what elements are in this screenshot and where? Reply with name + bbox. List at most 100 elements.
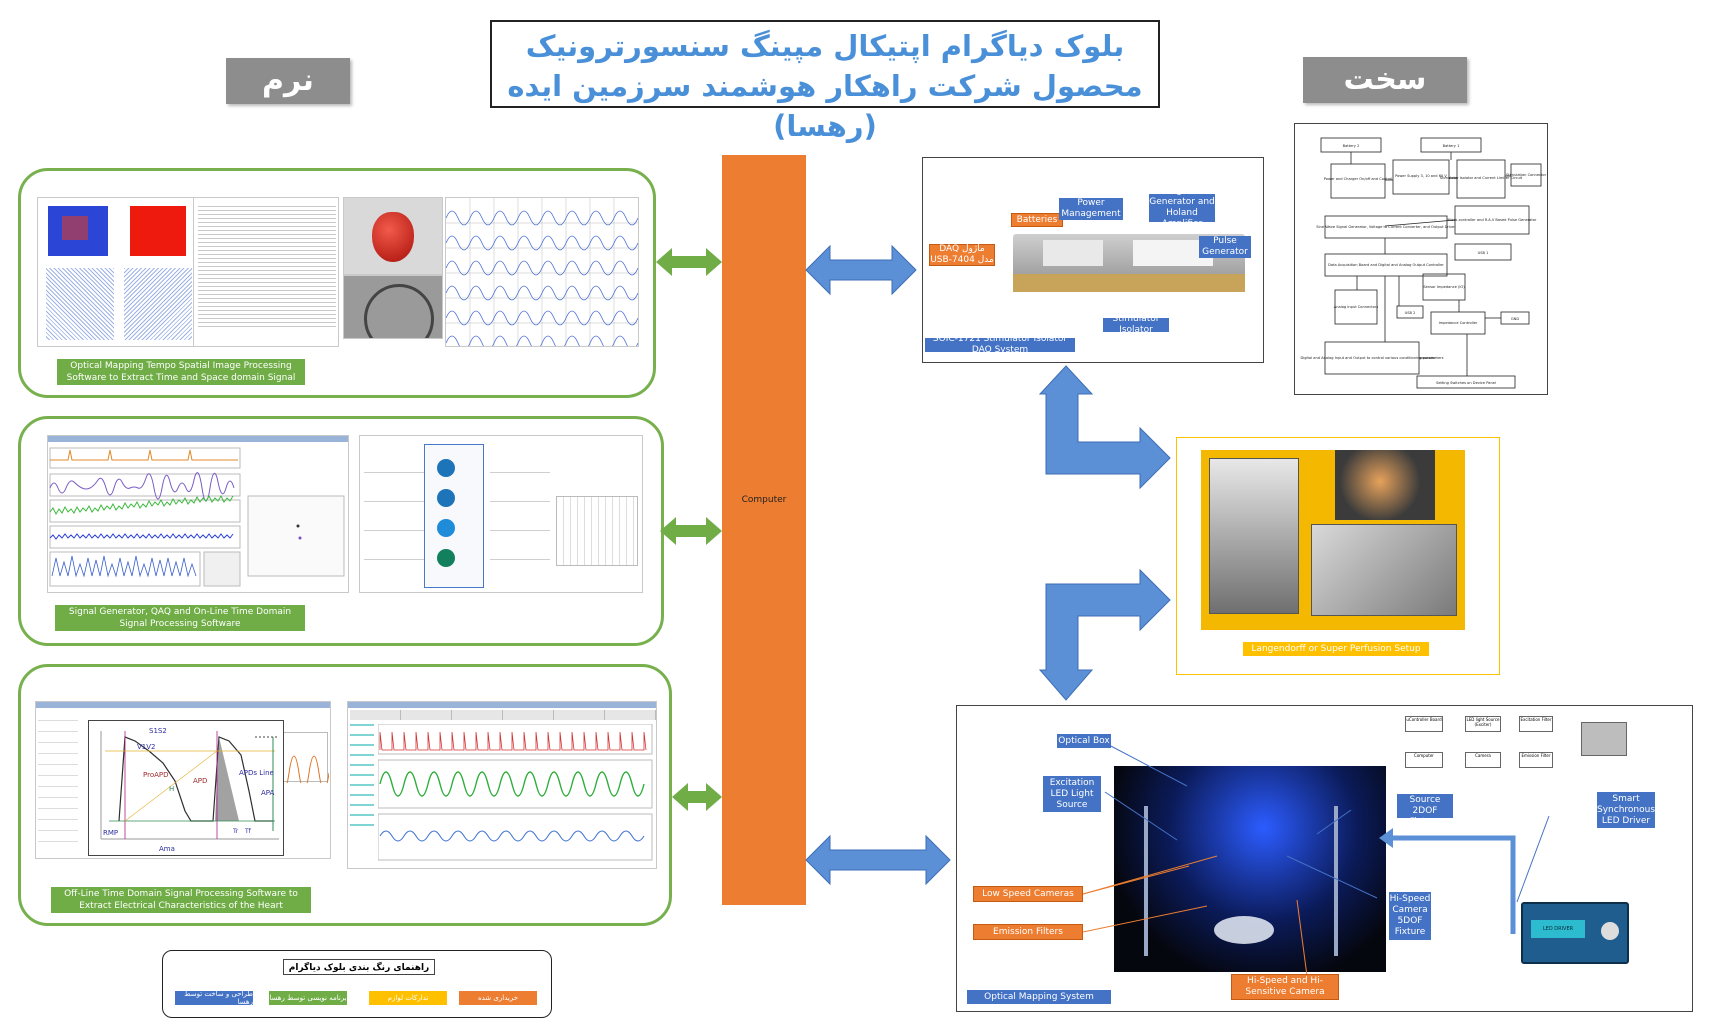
heatmap-screenshot (37, 197, 201, 347)
software-panel-image-processing: Optical Mapping Tempo Spatial Image Proc… (18, 168, 656, 398)
stimulator-isolator-label: Stimulator Isolator (1103, 314, 1169, 335)
ap-label-proapd: ProAPD (143, 771, 169, 779)
mini-ucontroller: uController Board (1405, 716, 1443, 732)
langendorff-box: Langendorff or Super Perfusion Setup (1176, 437, 1500, 675)
sch-usb1: USB 1 (1478, 251, 1489, 255)
online-processing-screenshot (47, 435, 349, 593)
sch-charger: Power and Charger On/off and Control (1324, 177, 1392, 181)
optical-box-photo (1114, 766, 1386, 972)
ap-label-s1s2: S1S2 (149, 727, 167, 735)
batteries-label: Batteries (1011, 213, 1063, 227)
software-label-2: Signal Generator, QAQ and On-Line Time D… (55, 605, 305, 631)
green-arrow-1 (656, 248, 722, 276)
langendorff-photo-collage (1201, 450, 1465, 630)
vector-field (46, 268, 114, 340)
daq-module-label: ماژول DAQ مدل USB-7404 (929, 244, 995, 266)
software-label-1: Optical Mapping Tempo Spatial Image Proc… (57, 359, 305, 385)
circuit-schematic-box: Battery 2 Battery 1 Power and Charger On… (1294, 123, 1548, 395)
ap-label-apa: APA (261, 789, 275, 797)
heatmap-blue (48, 206, 108, 256)
offline-tabs-screenshot (347, 701, 657, 869)
signal-generator-label: Signal Generator and Holand Amplifier (1149, 186, 1215, 229)
vector-field-2 (124, 268, 192, 340)
diagram-title: بلوک دیاگرام اپتیکال مپینگ سنسورترونیک م… (490, 20, 1160, 143)
low-speed-cameras-label: Low Speed Cameras (973, 886, 1083, 902)
blue-arrow-optical (805, 834, 951, 886)
mini-emission-filter: Emission Filter (1519, 752, 1553, 768)
signal-grid-screenshot (445, 197, 639, 347)
sch-battery-1: Battery 1 (1443, 144, 1460, 148)
smart-led-driver-label: Smart Synchronous LED Driver (1597, 792, 1655, 828)
signal-grid (446, 198, 638, 346)
led-driver-screen: LED DRIVER (1531, 920, 1585, 938)
driver-arrow (1379, 828, 1516, 934)
sch-stim-iso: Stimulator Isolator and Current Limiter … (1440, 176, 1523, 180)
text-output-screenshot (193, 197, 339, 347)
ap-label-tr: Tr (232, 828, 239, 835)
generator-dialog (424, 444, 484, 588)
ap-label-ama: Ama (159, 845, 175, 853)
legend-chip-green: برنامه نویسی توسط رهسا (269, 991, 347, 1005)
light-source-fixture-label: Light Source 2DOF Fixture (1397, 784, 1453, 827)
green-arrow-3 (672, 783, 722, 811)
software-panel-signal-generator: Signal Generator, QAQ and On-Line Time D… (18, 416, 664, 646)
legend-chip-orange: خریداری شده (459, 991, 537, 1005)
title-line-1: بلوک دیاگرام اپتیکال مپینگ سنسورترونیک (525, 29, 1125, 63)
software-panel-offline: S1S2 V1V2 ProAPD APD APDs Line APA RMP T… (18, 664, 672, 926)
sch-sensor-imp: Sensor Impedance (IO) (1423, 285, 1465, 289)
ap-label-rmp: RMP (103, 829, 118, 837)
optical-mapping-box: uController Board LED light Source (Exci… (956, 705, 1693, 1012)
sch-usb2: USB 2 (1405, 311, 1416, 315)
langendorff-label: Langendorff or Super Perfusion Setup (1243, 642, 1429, 656)
blue-elbow-daq-langendorff (1038, 365, 1171, 490)
heatmap-red (130, 206, 186, 256)
legend-chip-yellow: تدارکات لوازم (369, 991, 447, 1005)
green-arrow-2 (660, 517, 722, 545)
mini-computer: Computer (1405, 752, 1443, 768)
mini-photo (1581, 722, 1627, 756)
blue-elbow-langendorff-optical (1038, 568, 1171, 701)
ap-parameter-plot: S1S2 V1V2 ProAPD APD APDs Line APA RMP T… (88, 720, 284, 856)
computer-label: Computer (741, 495, 787, 505)
daq-system-box: Batteries Power Management Signal Genera… (922, 157, 1264, 363)
sch-stim-conn: Stimulation Connector (1506, 173, 1547, 177)
optical-box-label: Optical Box (1057, 734, 1111, 748)
pulse-generator-label: Pulse Generator (1199, 236, 1251, 258)
excitation-led-label: Excitation LED Light Source (1043, 776, 1101, 812)
ap-label-h: H (169, 785, 174, 793)
heart-image (343, 197, 443, 275)
ap-plot-svg: S1S2 V1V2 ProAPD APD APDs Line APA RMP T… (100, 727, 279, 853)
sch-battery-2: Battery 2 (1343, 144, 1360, 148)
schematic-svg: Battery 2 Battery 1 Power and Charger On… (1300, 137, 1547, 389)
led-driver-device: LED DRIVER (1521, 902, 1629, 964)
sch-dig-io: Digital and Analog Input and Output to c… (1300, 356, 1443, 360)
mini-led-source: LED light Source (Exciter) (1465, 716, 1501, 732)
sch-imp-ctrl: Impedance Controller (1439, 321, 1478, 325)
legend-chip-blue: طراحی و ساخت توسط رهسا (175, 990, 253, 1006)
blue-arrow-daq (805, 244, 917, 296)
optical-caption: Optical Mapping System (967, 990, 1111, 1004)
title-line-2: محصول شرکت راهکار هوشمند سرزمین ایده (ره… (507, 69, 1143, 143)
computer-block: Computer (722, 155, 806, 905)
ap-label-apds-line: APDs Line (239, 769, 274, 777)
sch-sine-gen: Sine Wave Signal Generator, Voltage to C… (1316, 225, 1456, 229)
sch-switches: Setting Switches on Device Panel (1436, 381, 1496, 385)
sch-analog-in: Analog Input Connectors (1334, 305, 1379, 309)
mini-excitation-filter: Excitation Filter (1519, 716, 1553, 732)
leader-lines (1082, 743, 1550, 977)
emission-filters-label: Emission Filters (973, 924, 1083, 940)
ap-label-tf: Tf (244, 828, 252, 835)
hispeed-fixture-label: Hi-Speed Camera 5DOF Fixture (1389, 892, 1431, 940)
mini-camera: Camera (1465, 752, 1501, 768)
setup-photo (343, 275, 443, 339)
offline-screenshot: S1S2 V1V2 ProAPD APD APDs Line APA RMP T… (35, 701, 331, 859)
power-management-label: Power Management (1059, 198, 1123, 220)
signal-generator-screenshot (359, 435, 643, 593)
online-signals (48, 436, 348, 587)
sch-micro: Micro-controller and R.A.V Based Pulse G… (1448, 218, 1537, 222)
software-label-3: Off-Line Time Domain Signal Processing S… (51, 887, 311, 913)
software-header: نرم افزار (226, 58, 350, 144)
sch-daq-board: Data Acquisition Board and Digital and A… (1328, 263, 1444, 267)
mini-block-diagram: uController Board LED light Source (Exci… (1405, 714, 1565, 774)
